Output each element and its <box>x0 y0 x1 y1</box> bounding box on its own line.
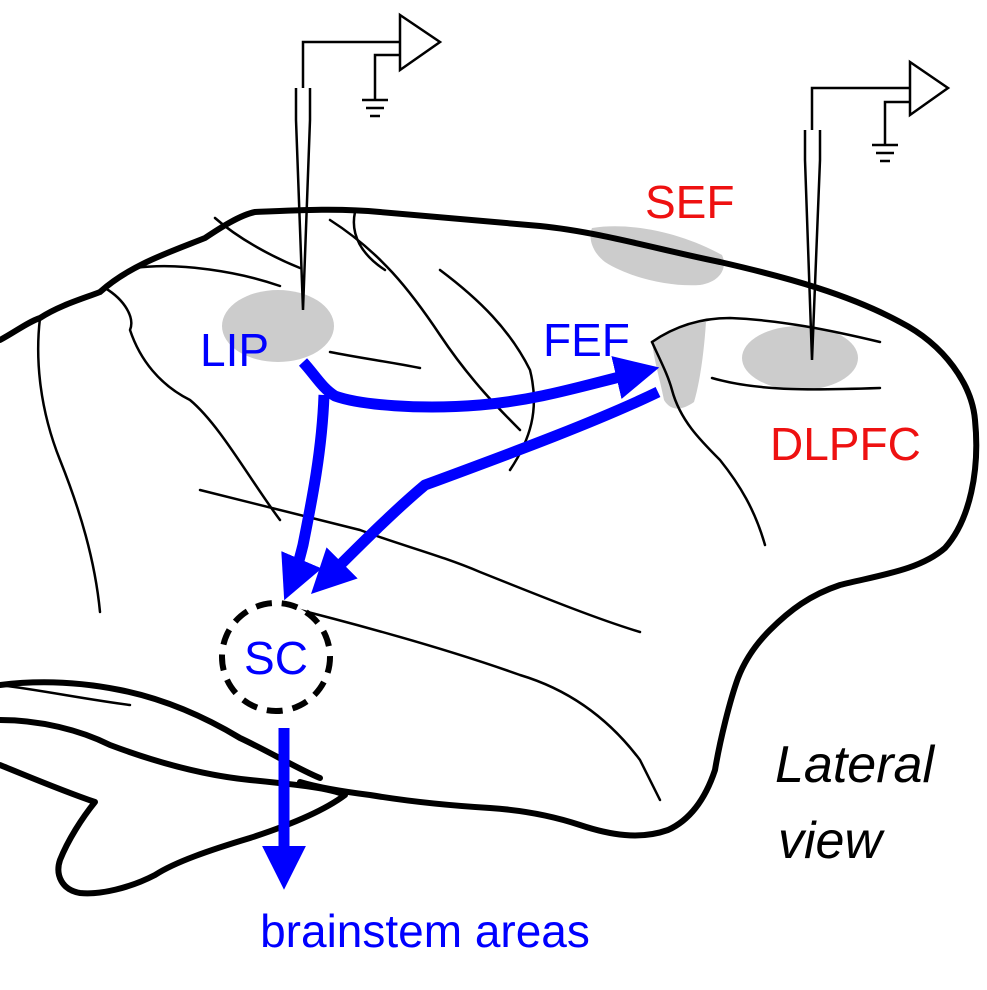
sc-label: SC <box>244 632 308 684</box>
electrode-right <box>803 59 951 361</box>
lip-to-sc-arrow <box>281 394 330 601</box>
fef-region <box>652 322 706 409</box>
sulci <box>0 210 882 802</box>
dlpfc-label: DLPFC <box>770 418 921 470</box>
lip-to-fef-arrow <box>298 356 660 413</box>
electrode-icon <box>294 88 312 311</box>
cerebrum-outline <box>0 206 980 839</box>
fef-to-sc-arrow <box>310 387 661 595</box>
dlpfc-region <box>742 326 858 390</box>
pathways <box>262 356 661 890</box>
view-label-line1: Lateral <box>775 736 935 794</box>
electrode-icon <box>803 130 822 361</box>
amplifier-icon <box>301 12 443 88</box>
brain-outline <box>0 206 980 897</box>
ground-icon <box>362 53 400 118</box>
ground-icon <box>872 100 910 163</box>
lip-region <box>222 290 334 362</box>
cerebellum-outline <box>0 717 348 897</box>
labels: LIP FEF SEF DLPFC SC brainstem areas Lat… <box>200 176 935 957</box>
electrode-left <box>294 12 443 311</box>
sc-boundary <box>219 600 333 714</box>
fef-label: FEF <box>543 314 630 366</box>
sef-label: SEF <box>645 176 734 228</box>
shaded-regions <box>222 226 858 409</box>
amplifier-icon <box>810 59 951 130</box>
brainstem-label: brainstem areas <box>260 905 590 957</box>
lip-label: LIP <box>200 324 269 376</box>
temporal-underside <box>0 679 323 781</box>
view-label-line2: view <box>778 812 885 870</box>
